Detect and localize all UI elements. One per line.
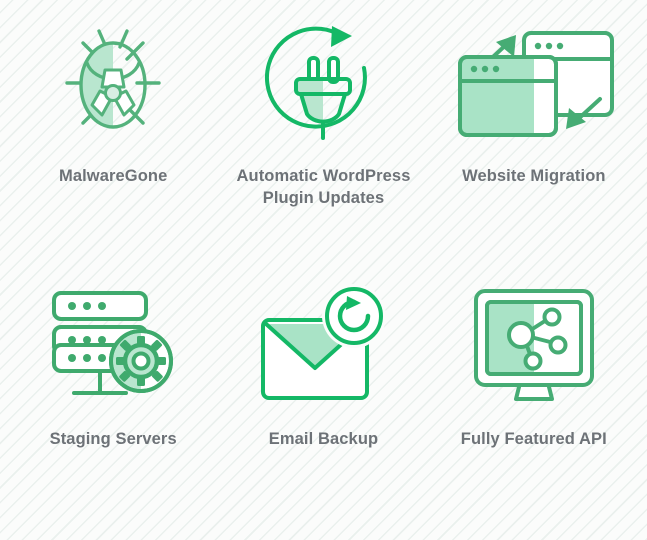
bug-radioactive-icon [49, 20, 177, 144]
feature-card-staging-servers[interactable]: Staging Servers [8, 269, 218, 532]
feature-card-malware-gone[interactable]: MalwareGone [8, 6, 218, 269]
feature-label: MalwareGone [58, 167, 168, 185]
feature-label: Staging Servers [49, 430, 177, 448]
envelope-refresh-icon [257, 283, 389, 407]
plug-refresh-icon [263, 20, 383, 144]
browser-windows-migration-icon [450, 20, 618, 144]
feature-label: Website Migration [462, 167, 606, 185]
feature-label: Fully Featured API [460, 430, 607, 448]
server-rack-gear-icon [42, 283, 184, 407]
feature-card-fully-featured-api[interactable]: Fully Featured API [429, 269, 639, 532]
feature-card-website-migration[interactable]: Website Migration [429, 6, 639, 269]
feature-label: Automatic WordPress Plugin Updates [236, 167, 411, 207]
feature-label: Email Backup [268, 430, 379, 448]
monitor-network-icon [470, 283, 598, 407]
feature-card-automatic-wordpress-plugin-updates[interactable]: Automatic WordPress Plugin Updates [218, 6, 428, 269]
feature-card-email-backup[interactable]: Email Backup [218, 269, 428, 532]
